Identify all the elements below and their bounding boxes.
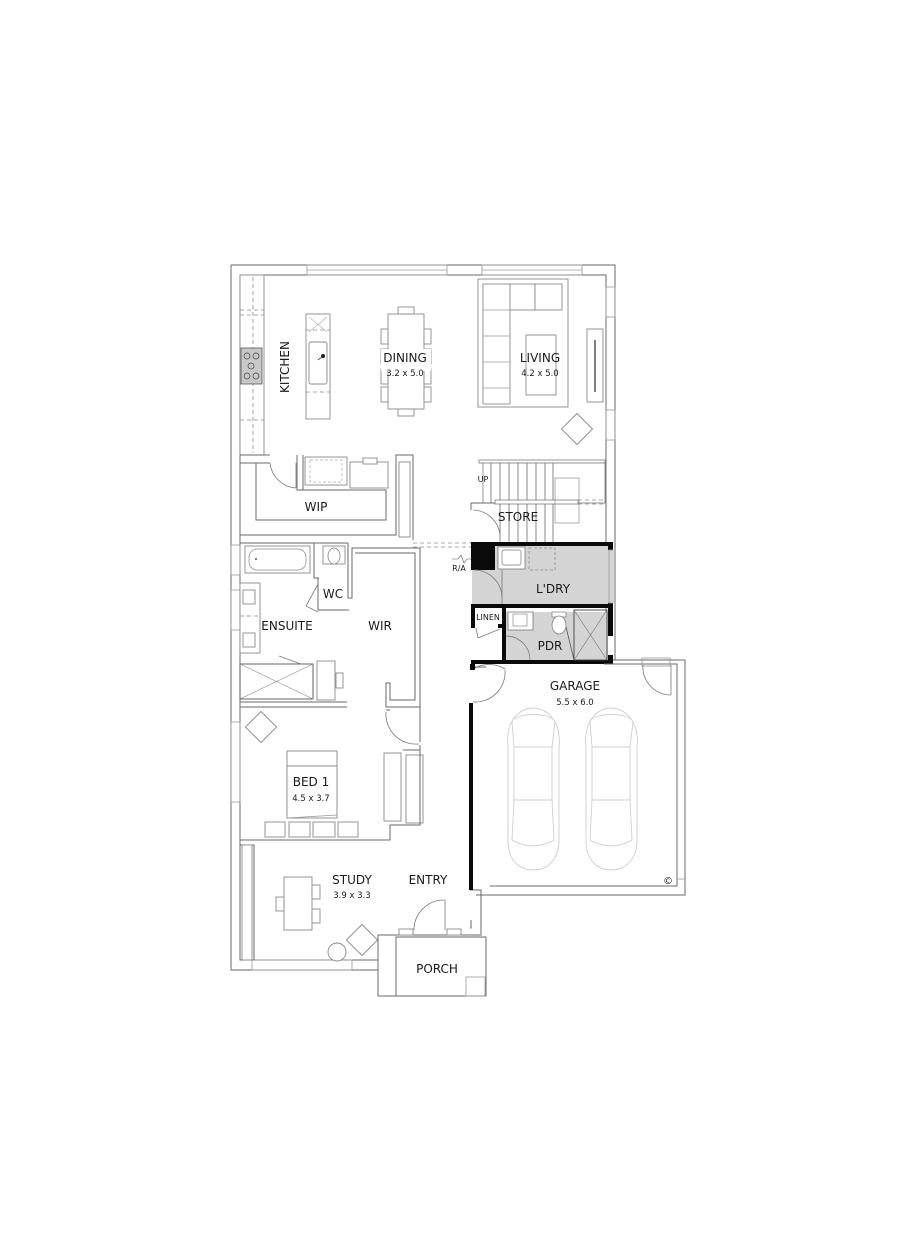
coffee-table <box>525 334 557 396</box>
room-dims-bed1: 4.5 x 3.7 <box>292 794 329 804</box>
room-label-ensuite: ENSUITE <box>261 619 312 633</box>
room-label-entry: ENTRY <box>409 873 448 887</box>
ensuite-shower <box>239 663 314 700</box>
wc-toilet-icon <box>327 547 341 565</box>
room-label-study: STUDY <box>332 873 372 887</box>
living-area: LIVING 4.2 x 5.0 <box>477 278 604 446</box>
stairs-store: UP STORE <box>413 459 606 548</box>
pdr-vanity-icon <box>507 611 534 631</box>
study-armchair <box>345 923 379 957</box>
sofa <box>482 283 511 405</box>
ensuite-wc-wir: WC ENSUITE WIR <box>239 542 421 745</box>
room-dims-living: 4.2 x 5.0 <box>521 369 558 379</box>
bed <box>286 765 338 819</box>
room-label-living: LIVING <box>520 351 560 365</box>
car-2 <box>585 707 638 871</box>
room-label-wc: WC <box>323 587 343 601</box>
study-desk <box>283 876 313 931</box>
shower <box>573 609 608 661</box>
toilet-icon <box>551 615 567 635</box>
stair-up-label: UP <box>478 475 489 484</box>
wip-area: WIP <box>240 454 414 540</box>
room-label-store: STORE <box>498 510 538 524</box>
room-label-dining: DINING <box>383 351 427 365</box>
study-entry-porch: STUDY 3.9 x 3.3 ENTRY PORCH <box>240 844 487 997</box>
porch <box>395 936 487 997</box>
laundry-pdr: L'DRY R/A LINEN PDR <box>452 542 614 670</box>
room-label-garage: GARAGE <box>550 679 600 693</box>
room-label-bed1: BED 1 <box>293 775 330 789</box>
room-label-laundry: L'DRY <box>536 582 571 596</box>
room-label-linen: LINEN <box>476 613 500 622</box>
bed1-area: BED 1 4.5 x 3.7 <box>240 710 424 841</box>
outer-walls <box>230 264 616 971</box>
side-table <box>327 942 347 962</box>
room-dims-study: 3.9 x 3.3 <box>333 891 370 901</box>
room-label-kitchen: KITCHEN <box>278 341 292 393</box>
garage-area: GARAGE 5.5 x 6.0 © <box>469 657 686 896</box>
bathtub <box>244 545 311 574</box>
laundry-sink-icon <box>497 546 526 570</box>
room-label-ra: R/A <box>452 564 466 573</box>
copyright-icon: © <box>663 876 673 887</box>
dining-area: DINING 3.2 x 5.0 <box>380 306 432 417</box>
room-dims-dining: 3.2 x 5.0 <box>386 369 423 379</box>
cooktop-icon <box>240 347 263 385</box>
room-label-wip: WIP <box>305 500 328 514</box>
room-dims-garage: 5.5 x 6.0 <box>556 698 593 708</box>
car-1 <box>507 707 560 871</box>
room-label-porch: PORCH <box>416 962 458 976</box>
sink-icon <box>308 341 328 385</box>
room-label-pdr: PDR <box>538 639 563 653</box>
bed1-armchair <box>244 710 278 744</box>
kitchen-area: KITCHEN <box>239 274 331 456</box>
armchair <box>560 412 594 446</box>
room-label-wir: WIR <box>368 619 392 633</box>
